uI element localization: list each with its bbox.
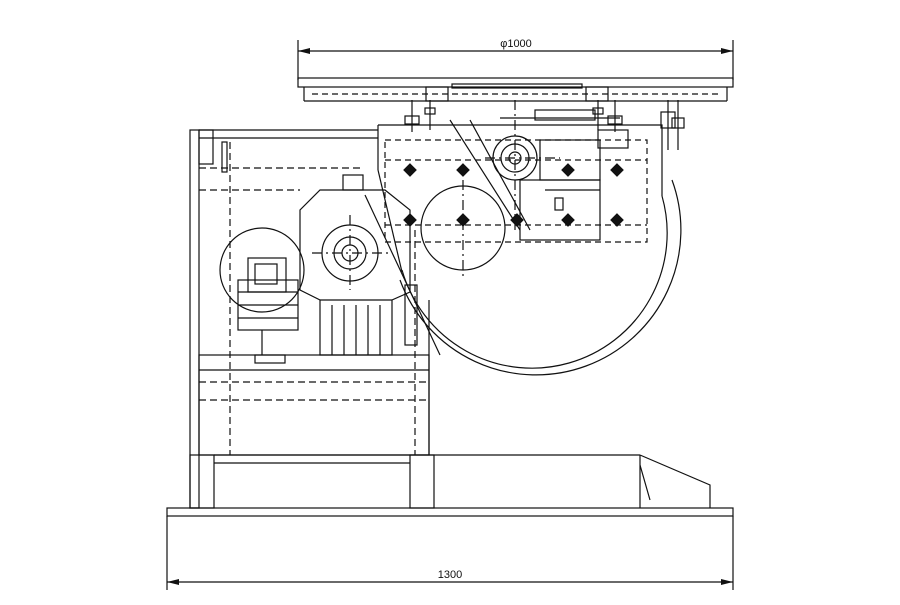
base	[166, 454, 734, 517]
drive-motor	[219, 227, 305, 364]
bolt-markers	[403, 163, 624, 227]
worm-gear-reducer	[299, 174, 441, 356]
bottom-dimension-label: 1300	[438, 569, 462, 581]
main-frame	[189, 129, 430, 509]
top-dimension: φ1000	[297, 38, 734, 80]
bottom-dimension: 1300	[166, 516, 734, 590]
turntable-plate	[297, 77, 734, 102]
top-dimension-label: φ1000	[500, 38, 532, 50]
slewing-hub	[449, 100, 601, 241]
